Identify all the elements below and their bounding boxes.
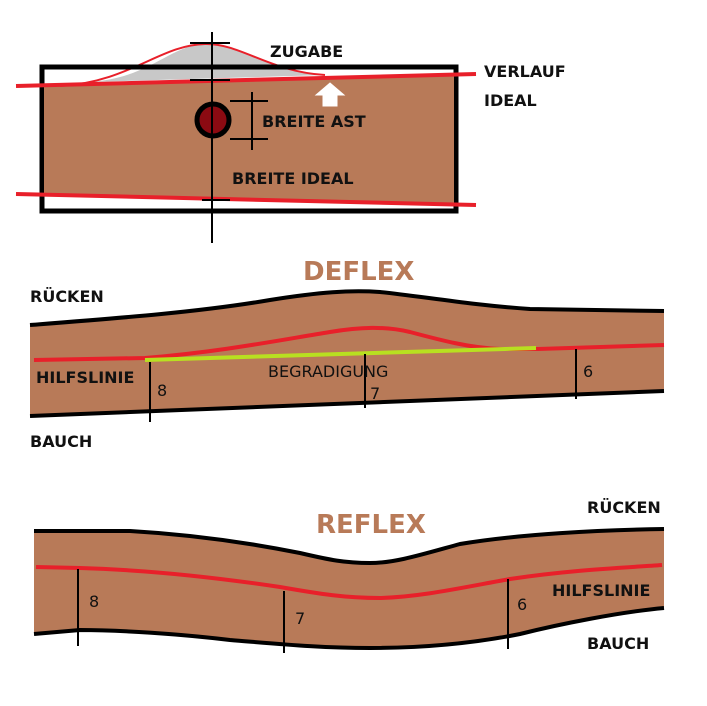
label-ideal: IDEAL: [484, 91, 537, 110]
deflex-straightening-line: [144, 346, 537, 362]
deflex-marker-8-label: 8: [157, 381, 167, 400]
reflex-guide-line: [35, 563, 663, 601]
panel-reflex: REFLEX 8 7 6 RÜCKEN HILFSLINIE BAUCH: [33, 498, 665, 653]
up-arrow-inner: [320, 86, 340, 103]
deflex-label-guide-line: HILFSLINIE: [36, 368, 134, 387]
deflex-belly-edge: [29, 389, 665, 418]
reflex-label-back: RÜCKEN: [587, 498, 661, 517]
panel-top: ZUGABE VERLAUF IDEAL BREITE AST BREITE I…: [15, 32, 566, 243]
ideal-line-bottom: [15, 192, 477, 207]
wood-band: [44, 76, 454, 205]
deflex-label-belly: BAUCH: [30, 432, 92, 451]
deflex-guide-line: [33, 325, 665, 362]
deflex-title: DEFLEX: [303, 257, 414, 287]
reflex-marker-7-label: 7: [295, 609, 305, 628]
allowance-area: [90, 43, 325, 82]
reflex-label-guide-line: HILFSLINIE: [552, 581, 650, 600]
reflex-marker-8-label: 8: [89, 592, 99, 611]
deflex-label-back: RÜCKEN: [30, 287, 104, 306]
reflex-title: REFLEX: [316, 510, 426, 540]
label-breite-ast: BREITE AST: [262, 112, 366, 131]
label-verlauf: VERLAUF: [484, 62, 566, 81]
reflex-back-edge: [34, 527, 665, 566]
deflex-label-straightening: BEGRADIGUNG: [268, 362, 388, 381]
label-zugabe: ZUGABE: [270, 42, 343, 61]
deflex-back-edge: [29, 289, 665, 327]
ideal-line-top: [15, 72, 477, 88]
reflex-belly-edge: [33, 606, 665, 651]
deflex-marker-7-label: 7: [370, 384, 380, 403]
reflex-marker-6-label: 6: [517, 595, 527, 614]
reflex-label-belly: BAUCH: [587, 634, 649, 653]
panel-deflex: DEFLEX 8 7 6 RÜCKEN HILFSLINIE BEGRADIGU…: [29, 257, 665, 451]
reflex-stave: [34, 529, 664, 648]
label-breite-ideal: BREITE IDEAL: [232, 169, 354, 188]
deflex-marker-6-label: 6: [583, 362, 593, 381]
